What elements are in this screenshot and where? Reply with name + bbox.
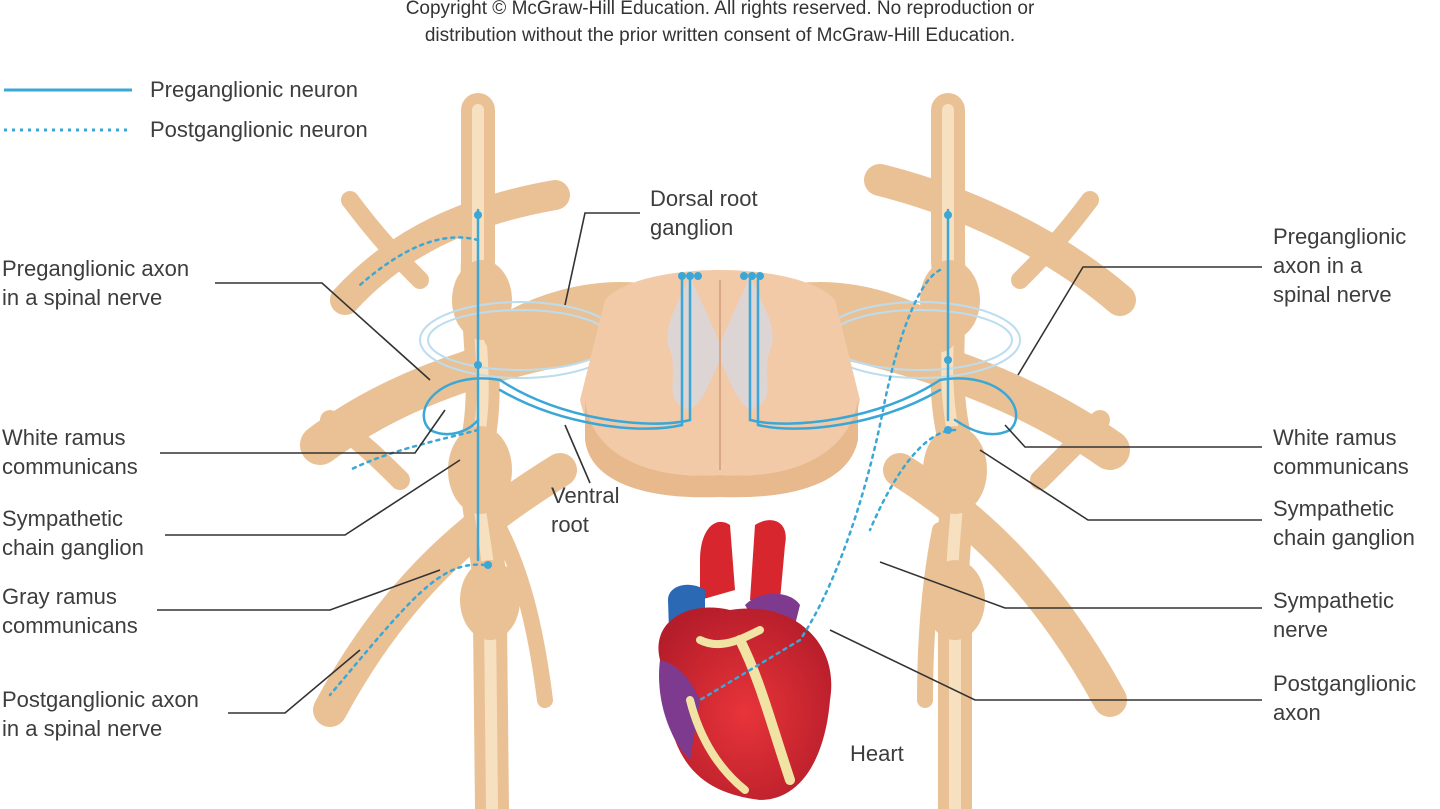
copyright-line-1: Copyright © McGraw-Hill Education. All r… xyxy=(405,0,1035,19)
leader-lines xyxy=(157,212,1262,714)
heart xyxy=(658,520,832,800)
copyright-line-2: distribution without the prior written c… xyxy=(424,25,1016,46)
legend-postganglionic-label: Postganglionic neuron xyxy=(150,117,368,142)
legend-preganglionic-label: Preganglionic neuron xyxy=(150,77,358,102)
spinal-cord xyxy=(580,270,860,498)
preganglionic-neurons xyxy=(422,208,1018,562)
legend xyxy=(4,88,132,132)
neuron-cell-bodies xyxy=(474,211,952,569)
label-heart: Heart xyxy=(850,741,904,766)
